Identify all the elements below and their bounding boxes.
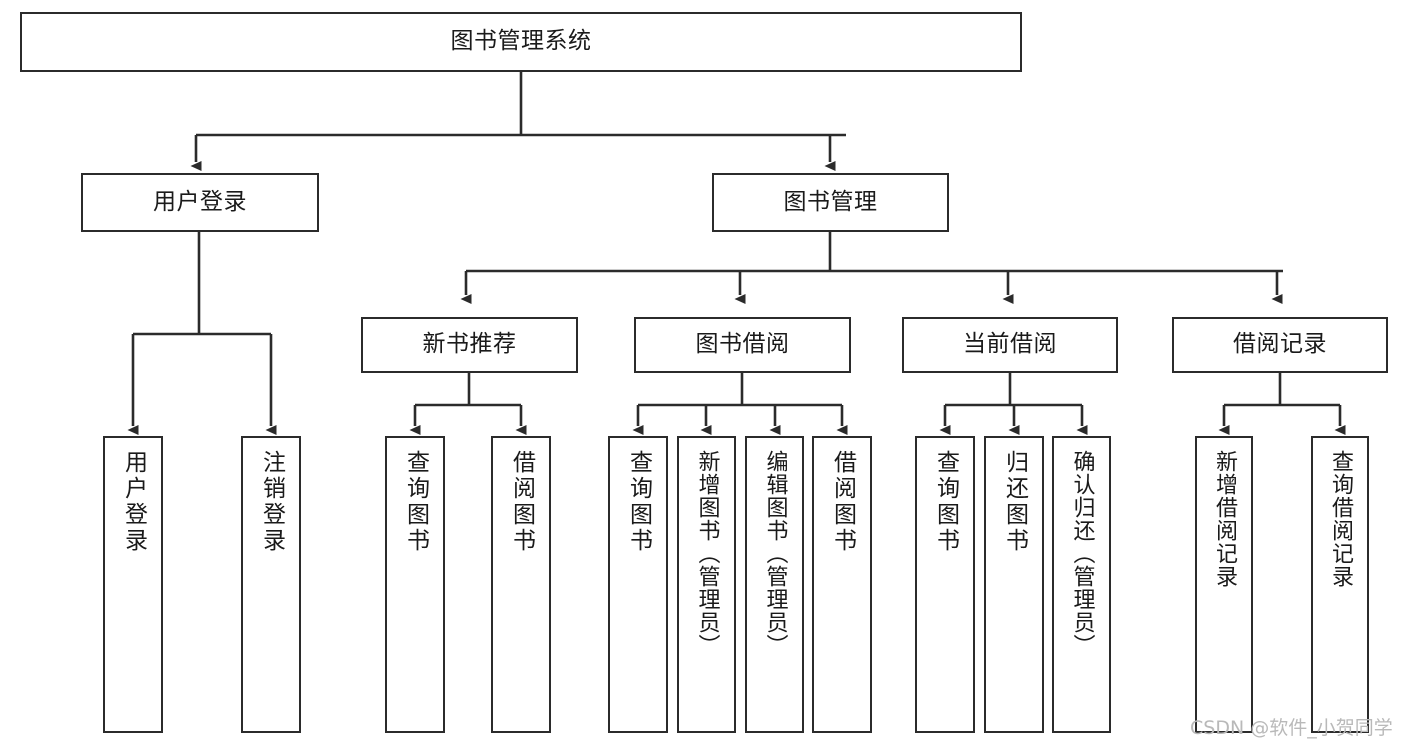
node-book-management[interactable]: 图书管理 — [712, 173, 949, 232]
leaf-user-login-logout[interactable]: 注销登录 — [241, 436, 301, 733]
node-new-book-recommend[interactable]: 新书推荐 — [361, 317, 578, 373]
leaf-user-login-login-label: 用户登录 — [120, 450, 147, 554]
leaf-borrow-add-book-admin[interactable]: 新增图书（管理员） — [677, 436, 736, 733]
node-root-book-management-system[interactable]: 图书管理系统 — [20, 12, 1022, 72]
leaf-new-book-query-label: 查询图书 — [402, 450, 429, 554]
connector-root-to-level2 — [190, 72, 846, 171]
leaf-current-query-book-label: 查询图书 — [932, 450, 959, 554]
node-user-login-label: 用户登录 — [153, 188, 247, 215]
node-current-borrow-label: 当前借阅 — [963, 331, 1057, 358]
leaf-borrow-edit-book-admin-label: 编辑图书（管理员） — [762, 450, 788, 657]
node-borrow-record[interactable]: 借阅记录 — [1172, 317, 1388, 373]
leaf-current-return-book[interactable]: 归还图书 — [984, 436, 1044, 733]
leaf-borrow-borrow-book-label: 借阅图书 — [829, 450, 856, 554]
leaf-new-book-borrow-label: 借阅图书 — [508, 450, 535, 554]
leaf-new-book-query[interactable]: 查询图书 — [385, 436, 445, 733]
leaf-record-add-record-label: 新增借阅记录 — [1212, 450, 1237, 588]
leaf-current-return-book-label: 归还图书 — [1001, 450, 1028, 554]
leaf-borrow-query-book[interactable]: 查询图书 — [608, 436, 668, 733]
connector-bookmgmt-to-level3 — [460, 232, 1283, 304]
node-book-borrow-label: 图书借阅 — [695, 331, 790, 358]
leaf-record-add-record[interactable]: 新增借阅记录 — [1195, 436, 1253, 733]
leaf-user-login-login[interactable]: 用户登录 — [103, 436, 163, 733]
connector-newbook-to-leaves — [409, 373, 527, 435]
node-root-label: 图书管理系统 — [450, 28, 592, 55]
leaf-current-confirm-return-admin[interactable]: 确认归还（管理员） — [1052, 436, 1111, 733]
node-book-management-label: 图书管理 — [783, 188, 878, 215]
leaf-record-query-record[interactable]: 查询借阅记录 — [1311, 436, 1369, 733]
leaf-borrow-query-book-label: 查询图书 — [625, 450, 652, 554]
node-new-book-recommend-label: 新书推荐 — [422, 331, 517, 358]
node-book-borrow[interactable]: 图书借阅 — [634, 317, 851, 373]
csdn-watermark: CSDN @软件_小贺同学 — [1190, 717, 1393, 739]
connector-userlogin-to-leaves — [127, 232, 277, 435]
leaf-record-query-record-label: 查询借阅记录 — [1328, 450, 1353, 588]
leaf-new-book-borrow[interactable]: 借阅图书 — [491, 436, 551, 733]
leaf-borrow-borrow-book[interactable]: 借阅图书 — [812, 436, 872, 733]
node-borrow-record-label: 借阅记录 — [1233, 331, 1327, 358]
connector-record-to-leaves — [1218, 373, 1346, 435]
leaf-current-confirm-return-admin-label: 确认归还（管理员） — [1069, 450, 1095, 657]
leaf-user-login-logout-label: 注销登录 — [258, 450, 285, 554]
node-user-login[interactable]: 用户登录 — [81, 173, 319, 232]
leaf-borrow-add-book-admin-label: 新增图书（管理员） — [694, 450, 720, 657]
connector-current-to-leaves — [939, 373, 1088, 435]
connector-borrow-to-leaves — [632, 373, 848, 435]
node-current-borrow[interactable]: 当前借阅 — [902, 317, 1118, 373]
leaf-current-query-book[interactable]: 查询图书 — [915, 436, 975, 733]
leaf-borrow-edit-book-admin[interactable]: 编辑图书（管理员） — [745, 436, 804, 733]
